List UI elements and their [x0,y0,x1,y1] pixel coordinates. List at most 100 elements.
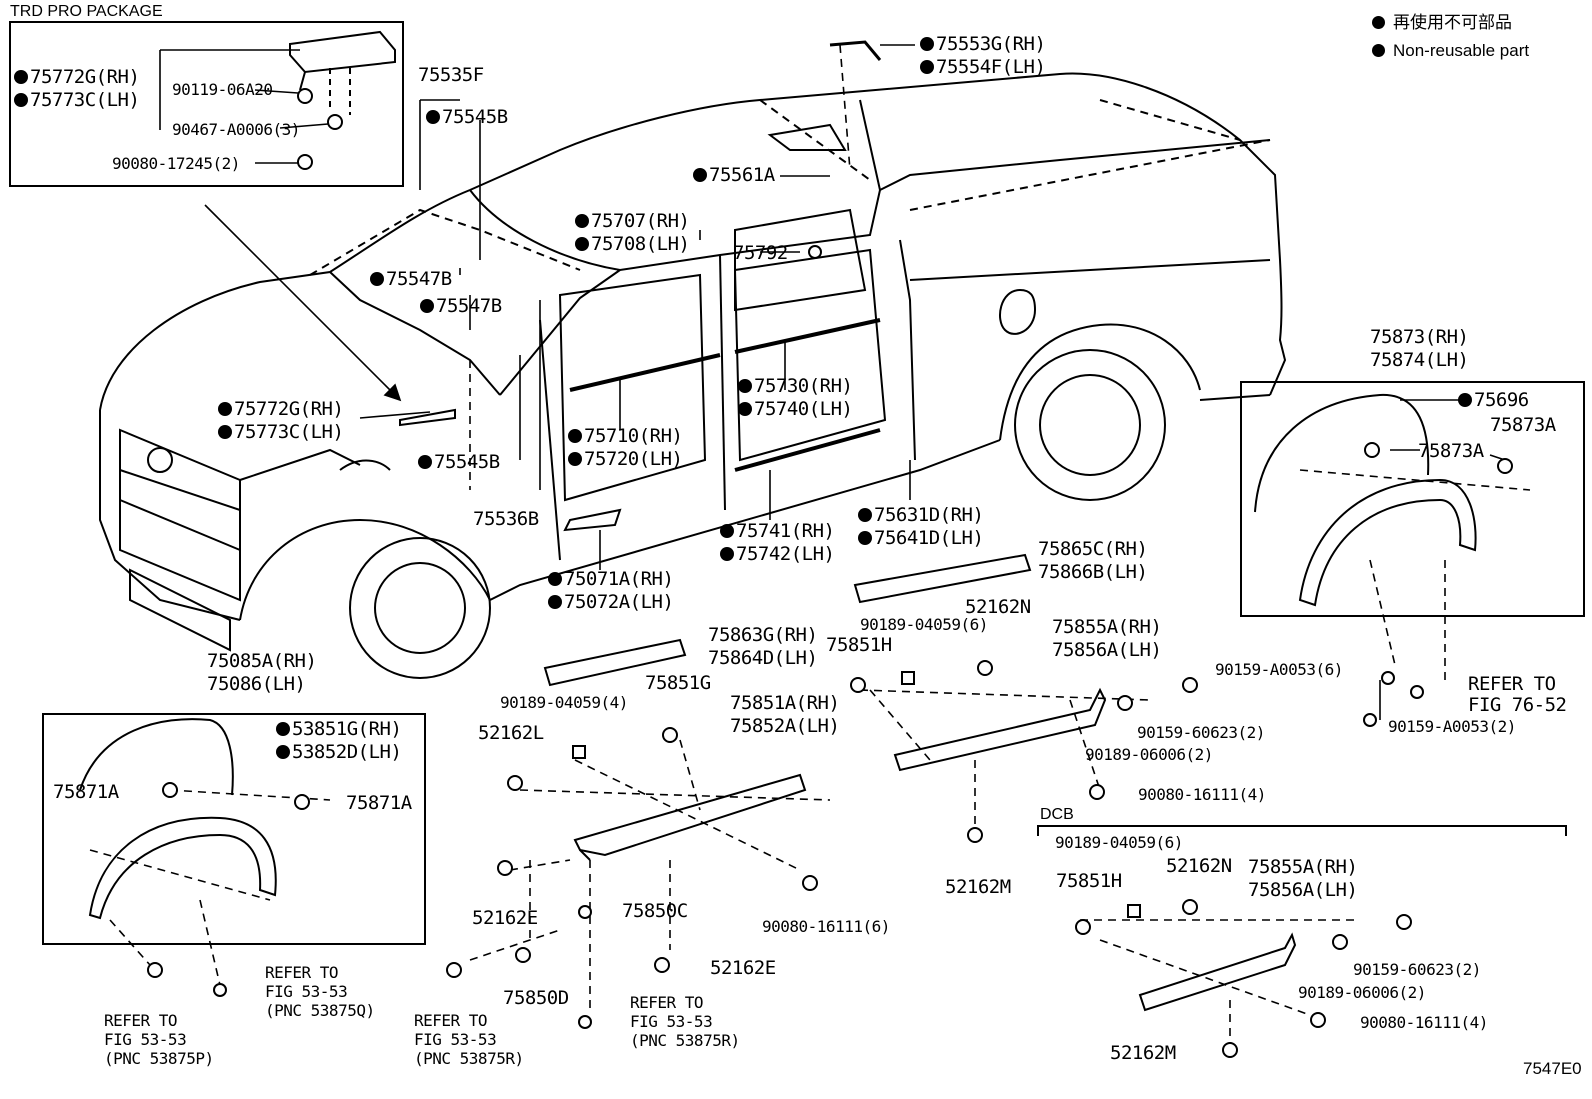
non-reusable-icon [420,299,434,313]
part-label: 75085A(RH) [207,650,317,672]
dcb-bracket [1037,825,1567,836]
part-label: 75742(LH) [720,543,835,565]
legend-jp-text: 再使用不可部品 [1393,13,1512,32]
non-reusable-icon [575,237,589,251]
part-label: 75730(RH) [738,375,853,397]
legend-en: Non-reusable part [1372,40,1529,62]
part-label: 90467-A0006(3) [172,120,300,139]
part-label: 75851G [645,672,711,694]
part-label: 90189-04059(4) [500,693,628,712]
part-label: 53851G(RH) [276,718,402,740]
front-flare-box [42,713,426,945]
part-label: REFER TO [1468,673,1556,695]
front-wheel [349,537,491,679]
non-reusable-icon [14,93,28,107]
part-label: 90189-06006(2) [1298,983,1426,1002]
rear-flare-box [1240,381,1585,617]
part-label: 90080-16111(4) [1360,1013,1488,1032]
part-label: 90080-16111(4) [1138,785,1266,804]
part-label: 75708(LH) [575,233,690,255]
non-reusable-icon [14,70,28,84]
part-label: 90159-60623(2) [1137,723,1265,742]
legend-jp: 再使用不可部品 [1372,12,1512,34]
non-reusable-icon [738,379,752,393]
non-reusable-icon [920,37,934,51]
part-label: 90159-60623(2) [1353,960,1481,979]
non-reusable-icon [426,110,440,124]
part-label: 75852A(LH) [730,715,840,737]
part-label: 75866B(LH) [1038,561,1148,583]
part-label: 52162M [1110,1042,1176,1064]
part-label: 75071A(RH) [548,568,674,590]
part-label: 75856A(LH) [1248,879,1358,901]
section-dcb: DCB [1040,806,1074,823]
part-label: 75536B [473,508,539,530]
part-label: 75072A(LH) [548,591,674,613]
non-reusable-icon [276,722,290,736]
part-label: 75873(RH) [1370,326,1469,348]
part-label: REFER TO [265,963,339,982]
part-label: 75855A(RH) [1248,856,1358,878]
non-reusable-icon [568,452,582,466]
part-label: 53852D(LH) [276,741,402,763]
part-label: 75873A [1490,414,1556,436]
truck-outline [99,72,1287,652]
part-label: 75561A [693,164,775,186]
rocker-molding-front [573,773,807,857]
rear-flare-shape [1298,478,1477,607]
part-label: 52162N [965,596,1031,618]
part-label: (PNC 53875Q) [265,1001,375,1020]
trd-pro-box [9,21,404,187]
part-label: 75707(RH) [575,210,690,232]
part-label: (PNC 53875P) [104,1049,214,1068]
part-label: 75741(RH) [720,520,835,542]
part-label: 75850D [503,987,569,1009]
part-label: 75641D(LH) [858,527,984,549]
non-reusable-icon [693,168,707,182]
part-label: REFER TO [104,1011,178,1030]
part-label: REFER TO [414,1011,488,1030]
part-label: (PNC 53875R) [414,1049,524,1068]
non-reusable-icon [858,531,872,545]
front-flare-shape [88,816,277,920]
part-label: 75856A(LH) [1052,639,1162,661]
part-label: FIG 53-53 [414,1030,497,1049]
part-label: 75631D(RH) [858,504,984,526]
non-reusable-icon [418,455,432,469]
part-label: 75773C(LH) [218,421,344,443]
part-label: 75871A [346,792,412,814]
section-trd-pro: TRD PRO PACKAGE [10,3,163,20]
part-label: 75772G(RH) [218,398,344,420]
part-label: FIG 76-52 [1468,694,1567,716]
non-reusable-icon [858,508,872,522]
part-label: 75874(LH) [1370,349,1469,371]
part-label: 75851A(RH) [730,692,840,714]
part-label: 75535F [418,64,484,86]
non-reusable-icon [738,402,752,416]
legend-en-text: Non-reusable part [1393,41,1530,60]
dcb-rocker-molding [1138,932,1297,1012]
part-label: 75864D(LH) [708,647,818,669]
non-reusable-icon [568,429,582,443]
part-label: 75545B [426,106,508,128]
part-label: 90189-04059(6) [1055,833,1183,852]
part-label: REFER TO [630,993,704,1012]
non-reusable-icon [575,214,589,228]
part-label: 52162E [472,907,538,929]
rear-wheel [1014,349,1166,501]
part-label: FIG 53-53 [104,1030,187,1049]
part-label: 75772G(RH) [14,66,140,88]
part-label: 75871A [53,781,119,803]
part-label: 75850C [622,900,688,922]
part-label: 90159-A0053(6) [1215,660,1343,679]
non-reusable-icon [720,547,734,561]
part-label: 52162E [710,957,776,979]
part-label: 75710(RH) [568,425,683,447]
rocker-molding-rear [893,687,1107,772]
part-label: 75740(LH) [738,398,853,420]
part-label: 75855A(RH) [1052,616,1162,638]
non-reusable-icon [218,425,232,439]
non-reusable-icon [548,595,562,609]
